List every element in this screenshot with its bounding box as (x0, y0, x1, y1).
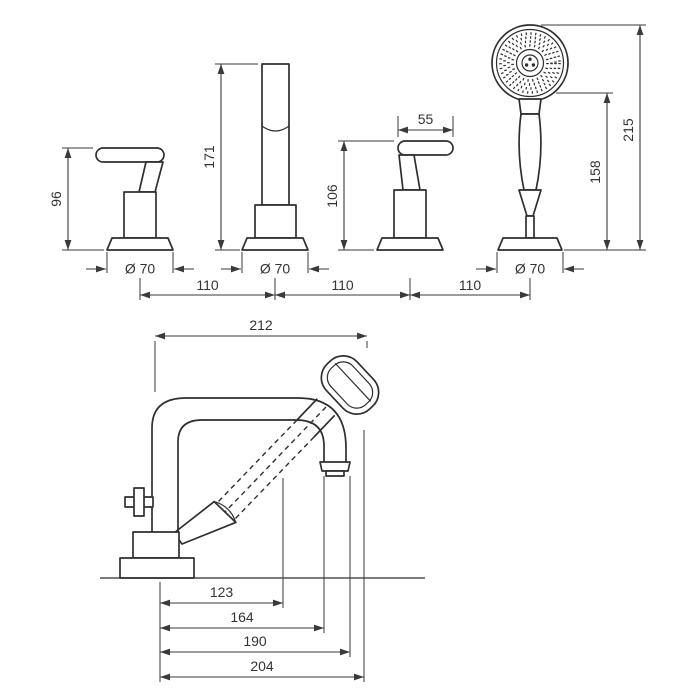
dim-171-label: 171 (201, 145, 217, 169)
right-handle-front (376, 140, 454, 251)
hand-shower-side-handle (215, 398, 336, 521)
dim-shower-heights: 158 215 (541, 24, 646, 251)
dim-hole-spacings: 110 110 110 (139, 277, 531, 300)
hand-shower-front (491, 24, 569, 251)
dim-spout-height: 171 (201, 63, 258, 251)
dim-shower-base-diameter: Ø 70 (476, 252, 584, 277)
dim-depths: 123 164 190 204 (159, 430, 365, 682)
dim-55-label: 55 (418, 111, 434, 127)
dim-123-label: 123 (210, 584, 234, 600)
dim-106-label: 106 (324, 184, 340, 208)
dim-left-base-diameter: Ø 70 (86, 252, 194, 277)
shower-holder-cone (173, 500, 237, 545)
dim-right-handle-height: 106 (324, 140, 394, 251)
dim-right-handle-width: 55 (397, 111, 454, 137)
dia-70-center-label: Ø 70 (260, 261, 291, 277)
side-handle-knob (124, 487, 154, 517)
dia-70-shower-label: Ø 70 (515, 261, 546, 277)
aerator (325, 470, 345, 477)
dim-204-label: 204 (250, 658, 274, 674)
dim-overall-depth: 212 (154, 317, 368, 392)
base-escutcheon-side (100, 531, 425, 579)
left-handle-front (95, 147, 174, 251)
nozzle-dot (531, 63, 536, 67)
dim-212-label: 212 (249, 317, 273, 333)
shower-head-face (491, 24, 569, 102)
hand-shower-side-head (320, 355, 380, 415)
nozzle-dot (524, 63, 529, 67)
dim-left-handle-height: 96 (48, 147, 104, 251)
dim-215-label: 215 (620, 118, 636, 142)
spacing-110-left-label: 110 (196, 277, 219, 293)
spout-front (241, 63, 309, 251)
dim-164-label: 164 (230, 609, 254, 625)
spout-side (151, 397, 351, 532)
dim-190-label: 190 (243, 633, 267, 649)
spacing-110-center-label: 110 (331, 277, 354, 293)
dim-96-label: 96 (48, 191, 64, 207)
dim-center-base-diameter: Ø 70 (221, 252, 329, 277)
dim-158-label: 158 (587, 160, 603, 184)
nozzle-dot (528, 57, 532, 61)
spacing-110-right-label: 110 (459, 277, 482, 293)
dia-70-left-label: Ø 70 (125, 261, 156, 277)
